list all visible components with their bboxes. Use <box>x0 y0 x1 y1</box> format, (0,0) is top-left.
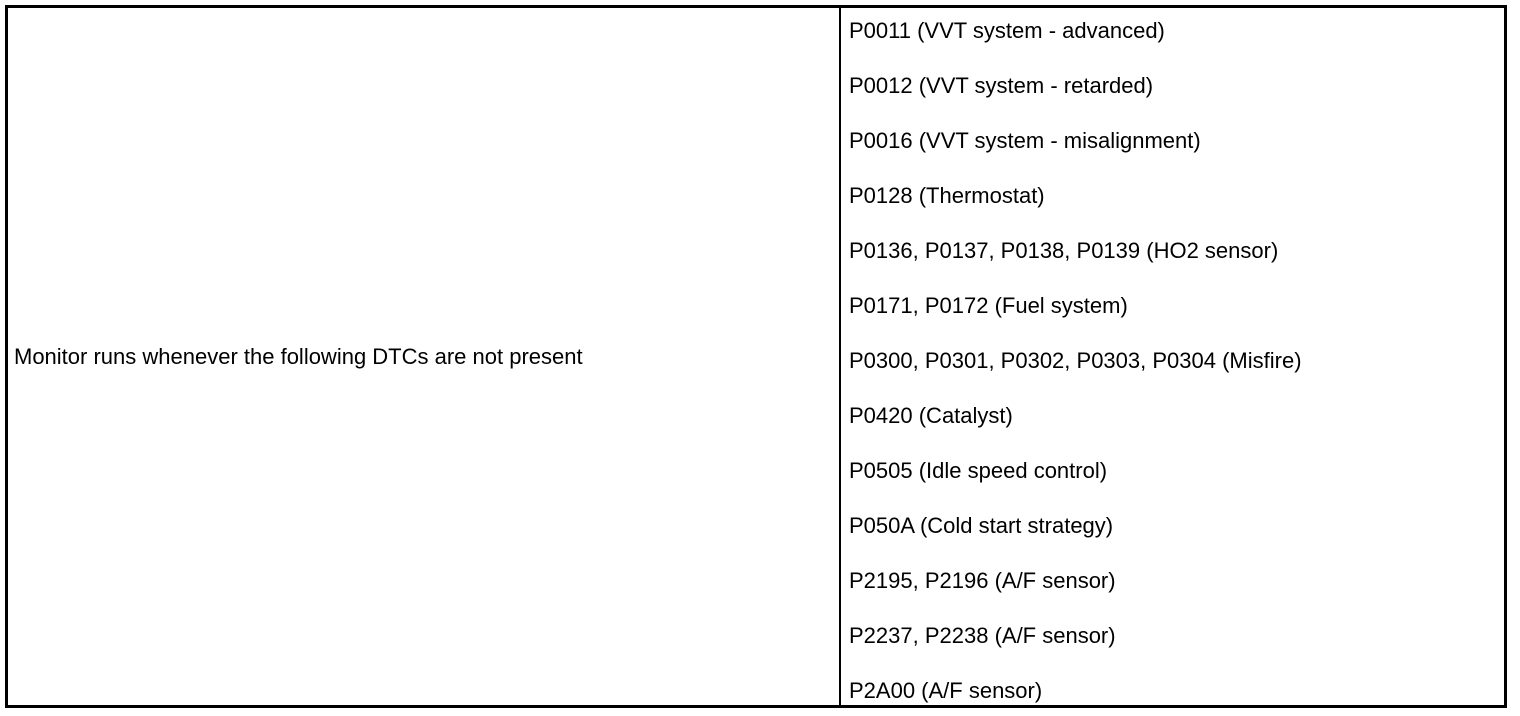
dtc-item: P0128 (Thermostat) <box>849 183 1045 208</box>
condition-label: Monitor runs whenever the following DTCs… <box>14 343 583 369</box>
dtc-item: P0136, P0137, P0138, P0139 (HO2 sensor) <box>849 238 1279 263</box>
condition-cell: Monitor runs whenever the following DTCs… <box>8 8 841 705</box>
dtc-item: P050A (Cold start strategy) <box>849 513 1114 538</box>
dtc-item: P0420 (Catalyst) <box>849 403 1013 428</box>
dtc-table: Monitor runs whenever the following DTCs… <box>5 5 1507 708</box>
dtc-list-cell: P0011 (VVT system - advanced) P0012 (VVT… <box>841 8 1504 705</box>
dtc-item: P0011 (VVT system - advanced) <box>849 18 1165 43</box>
dtc-item: P0012 (VVT system - retarded) <box>849 73 1154 98</box>
dtc-item: P2A00 (A/F sensor) <box>849 678 1043 703</box>
dtc-item: P0016 (VVT system - misalignment) <box>849 128 1201 153</box>
dtc-item: P2195, P2196 (A/F sensor) <box>849 568 1116 593</box>
dtc-item: P0300, P0301, P0302, P0303, P0304 (Misfi… <box>849 348 1302 373</box>
dtc-item: P2237, P2238 (A/F sensor) <box>849 623 1116 648</box>
dtc-item: P0505 (Idle speed control) <box>849 458 1108 483</box>
dtc-item: P0171, P0172 (Fuel system) <box>849 293 1128 318</box>
